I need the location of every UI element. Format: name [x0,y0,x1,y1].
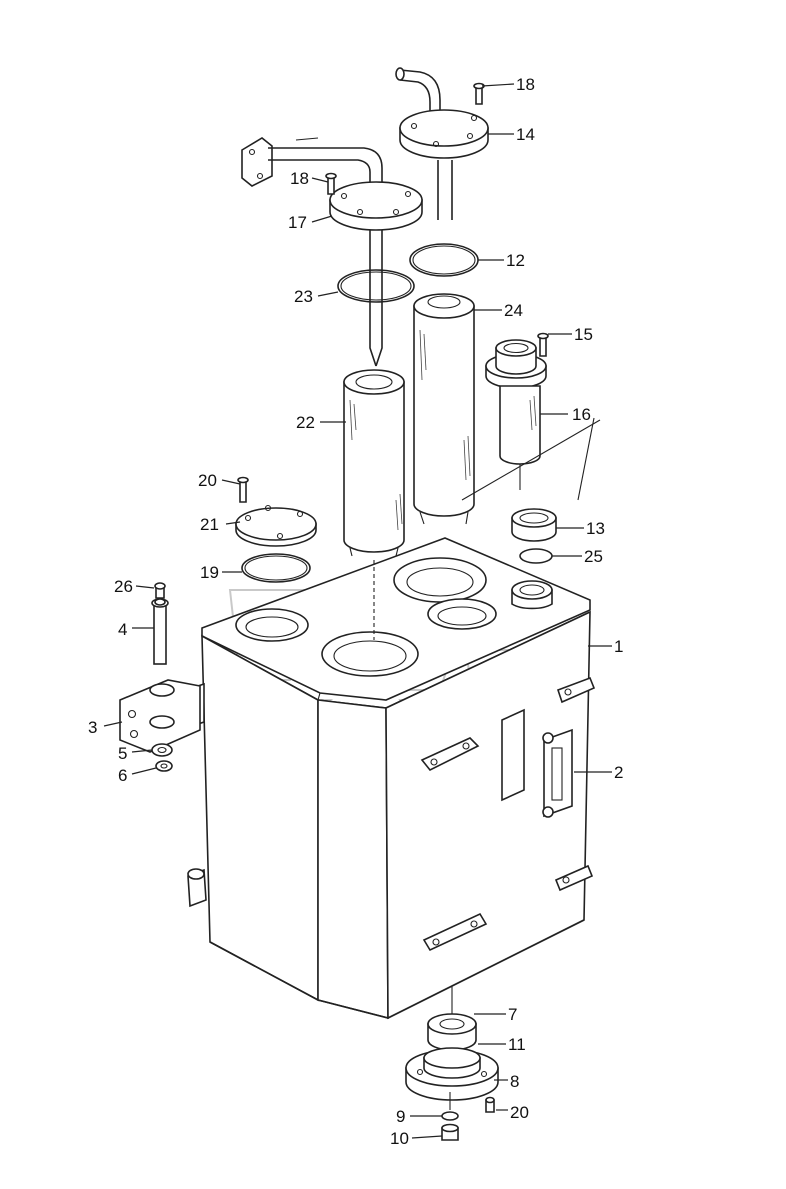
inspection-cover [235,476,317,583]
callout-11: 11 [508,1035,526,1054]
callout-labels: 1 2 3 4 5 6 7 8 9 10 11 12 13 14 15 16 1… [88,75,623,1148]
callout-8: 8 [510,1072,519,1091]
callout-1: 1 [614,637,623,656]
callout-23: 23 [294,287,313,306]
callout-26: 26 [114,577,133,596]
callout-9: 9 [396,1107,405,1126]
callout-3: 3 [88,718,97,737]
callout-21: 21 [200,515,219,534]
callout-25: 25 [584,547,603,566]
return-pipe-assembly [241,137,423,367]
suction-filter-element [413,293,475,525]
callout-24: 24 [504,301,523,320]
callout-17: 17 [288,213,307,232]
callout-2: 2 [614,763,623,782]
hinge-bracket [119,679,201,753]
leader-lines [103,83,612,1139]
callout-7: 7 [508,1005,517,1024]
callout-5: 5 [118,744,127,763]
drain-assembly [405,986,499,1141]
callout-10: 10 [390,1129,409,1148]
filler-cap [511,508,557,564]
callout-4: 4 [118,620,127,639]
callout-16: 16 [572,405,591,424]
washer-and-nut [151,743,173,772]
callout-12: 12 [506,251,525,270]
hydraulic-tank-body [185,537,596,1020]
callout-15: 15 [574,325,593,344]
callout-6: 6 [118,766,127,785]
callout-20-cover: 20 [198,471,217,490]
callout-18-left: 18 [290,169,309,188]
hinge-pin [151,582,169,665]
suction-pipe-assembly [395,67,489,277]
callout-14: 14 [516,125,535,144]
filter-element [343,369,405,640]
callout-19: 19 [200,563,219,582]
callout-22: 22 [296,413,315,432]
callout-13: 13 [586,519,605,538]
level-gauge [542,728,573,818]
breather-strainer [485,332,549,490]
callout-18-top: 18 [516,75,535,94]
callout-20-drain: 20 [510,1103,529,1122]
